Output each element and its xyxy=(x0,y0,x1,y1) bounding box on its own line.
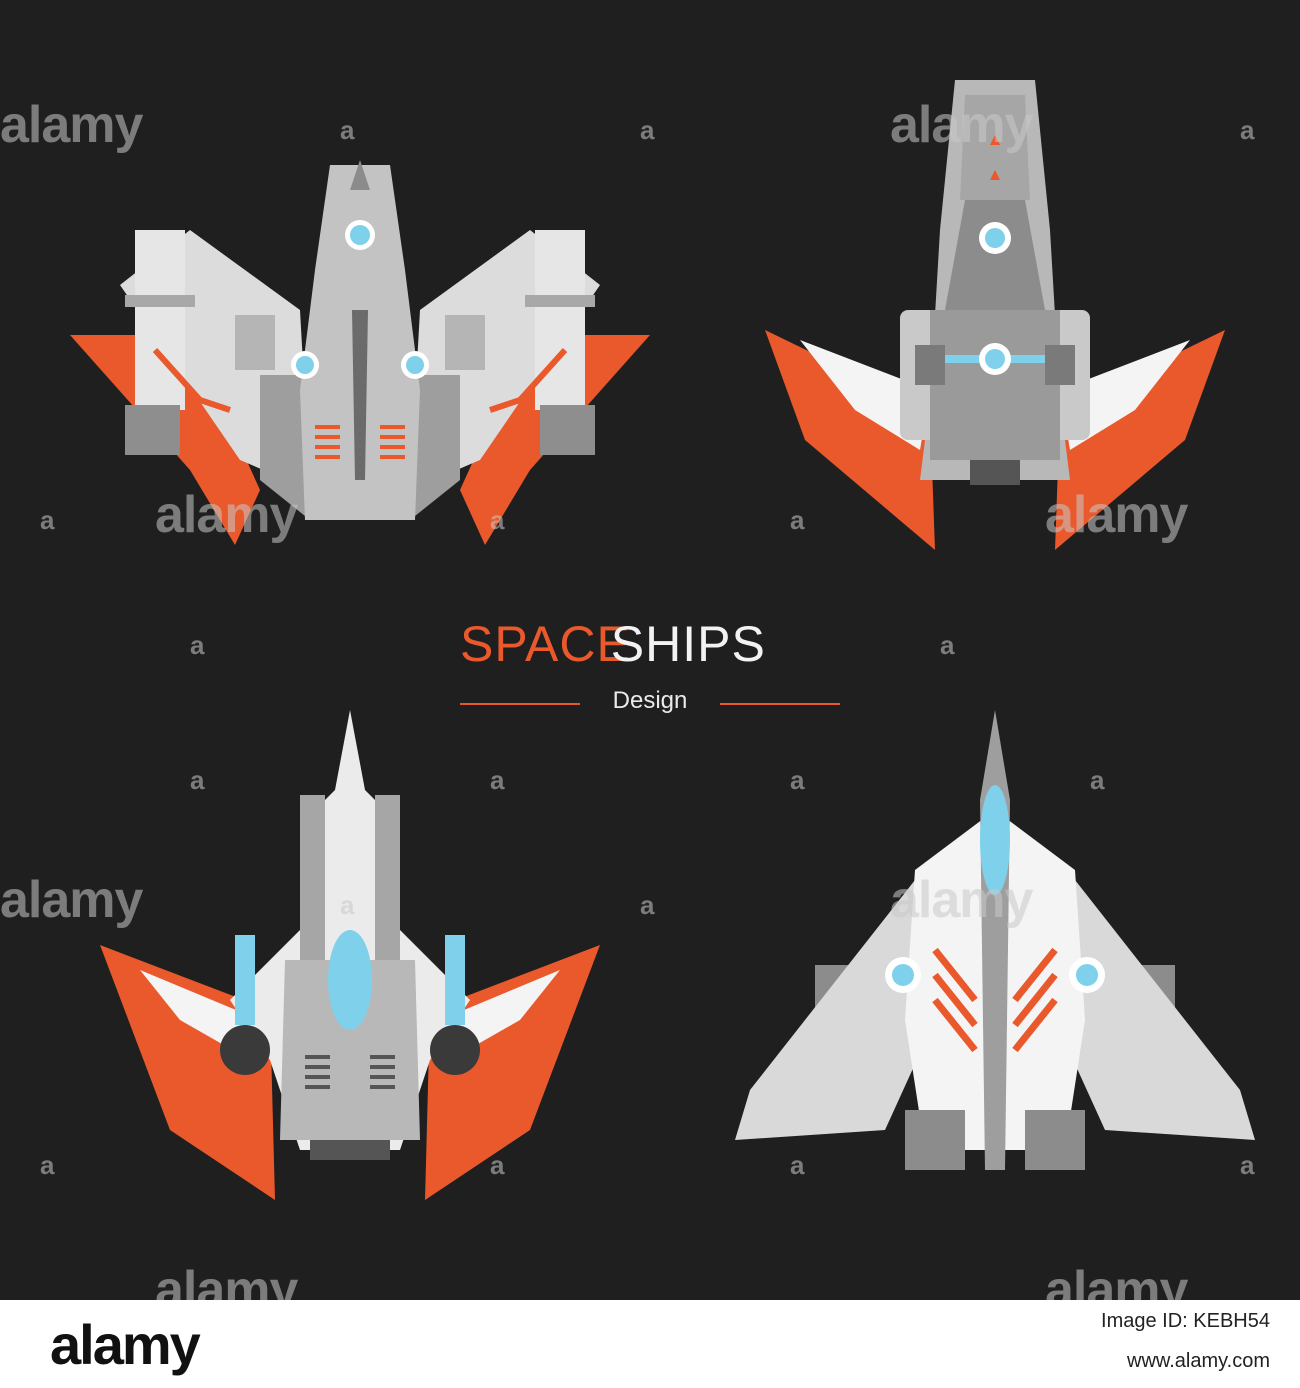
subtitle-rule-left xyxy=(460,703,580,705)
image-id: Image ID: KEBH54 xyxy=(1101,1310,1270,1332)
artwork-canvas: SPACESHIPS Design alamy alamy alamy alam… xyxy=(0,0,1300,1300)
watermark-mark: a xyxy=(940,630,955,660)
watermark: alamy xyxy=(890,871,1033,929)
watermark-mark: a xyxy=(40,505,55,535)
footer-bar: alamy Image ID: KEBH54 www.alamy.com xyxy=(0,1300,1300,1388)
title-block: SPACESHIPS Design xyxy=(450,615,850,725)
watermark-mark: a xyxy=(490,1150,505,1180)
spaceship-4 xyxy=(735,710,1255,1170)
title-part-space: SPACE xyxy=(460,616,631,672)
watermark: alamy xyxy=(155,1261,298,1300)
title: SPACESHIPS xyxy=(460,615,766,673)
watermark: alamy xyxy=(0,96,143,154)
watermark-mark: a xyxy=(40,1150,55,1180)
watermark-mark: a xyxy=(640,890,655,920)
watermark-mark: a xyxy=(790,765,805,795)
title-part-ships: SHIPS xyxy=(610,616,766,672)
watermark-mark: a xyxy=(190,630,205,660)
watermark-mark: a xyxy=(340,890,355,920)
watermark-mark: a xyxy=(790,1150,805,1180)
site-url[interactable]: www.alamy.com xyxy=(1127,1350,1270,1372)
subtitle: Design xyxy=(612,687,688,714)
spaceship-1 xyxy=(70,160,650,545)
watermark: alamy xyxy=(155,486,298,544)
watermark: alamy xyxy=(890,96,1033,154)
alamy-logo: alamy xyxy=(50,1313,201,1376)
watermark-mark: a xyxy=(190,765,205,795)
watermark-mark: a xyxy=(1240,1150,1255,1180)
spaceship-3 xyxy=(100,710,600,1200)
watermark-mark: a xyxy=(640,115,655,145)
subtitle-rule-right xyxy=(720,703,840,705)
watermark-mark: a xyxy=(790,505,805,535)
watermark: alamy xyxy=(1045,486,1188,544)
watermark-mark: a xyxy=(490,505,505,535)
watermark-mark: a xyxy=(1240,115,1255,145)
watermark: alamy xyxy=(1045,1261,1188,1300)
watermark-mark: a xyxy=(490,765,505,795)
watermark-mark: a xyxy=(340,115,355,145)
spaceship-2 xyxy=(765,80,1225,550)
watermark: alamy xyxy=(0,871,143,929)
watermark-mark: a xyxy=(1090,765,1105,795)
